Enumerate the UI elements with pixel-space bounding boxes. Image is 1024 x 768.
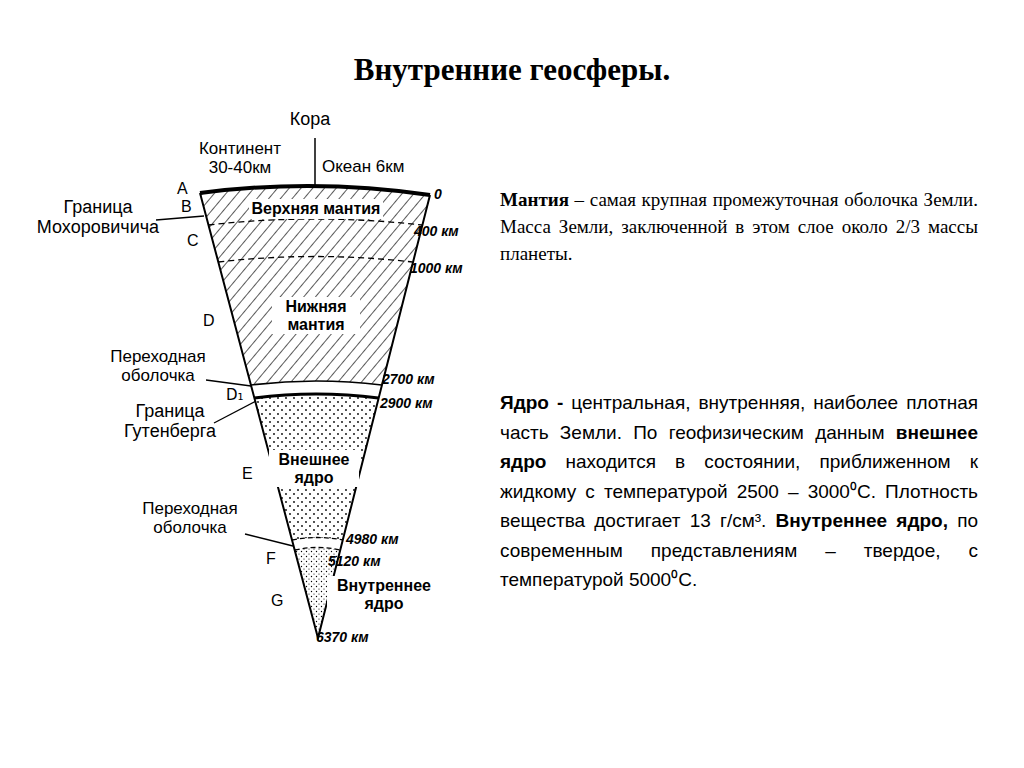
point-letter: B xyxy=(181,198,197,216)
layer-name: Кора xyxy=(280,110,340,130)
boundary-name: Граница Мохоровичича xyxy=(23,198,173,238)
depth-mark: 1000 км xyxy=(410,261,482,276)
outer-core-fill xyxy=(254,394,378,540)
definition: – самая крупная промежуточная оболочка З… xyxy=(500,189,978,264)
layer-name: Внешнее ядро xyxy=(269,450,359,487)
leader-line xyxy=(214,401,256,423)
wedge-layers xyxy=(200,138,430,638)
point-letter: F xyxy=(266,550,282,568)
point-letter: G xyxy=(271,592,287,610)
point-letter: E xyxy=(242,465,258,483)
text-paragraph: Ядро - центральная, внутренняя, наиболее… xyxy=(500,388,978,595)
depth-mark: 5120 км xyxy=(328,554,400,569)
depth-mark: 6370 км xyxy=(316,630,388,645)
point-letter: D xyxy=(203,312,219,330)
gutenberg-boundary xyxy=(254,394,378,398)
title: Внутренние геосферы. xyxy=(0,52,1024,88)
boundary-400 xyxy=(209,219,423,225)
leader-line xyxy=(206,380,251,386)
layer-name: Нижняя мантия xyxy=(272,297,360,334)
boundary-4980 xyxy=(292,538,343,541)
crust-note: Континент 30-40км xyxy=(188,140,292,177)
wedge-outline xyxy=(200,193,430,638)
point-letter: D₁ xyxy=(226,387,248,404)
layer-name: Внутреннее ядро xyxy=(327,576,441,613)
layer-name: Переходная оболочка xyxy=(96,348,220,385)
boundary-2700 xyxy=(251,381,382,385)
boundary-5120 xyxy=(295,548,341,551)
depth-mark: 2700 км xyxy=(382,372,454,387)
boundary-name: Граница Гутенберга xyxy=(110,402,230,442)
text-paragraph: Мантия – самая крупная промежуточная обо… xyxy=(500,186,978,267)
term: Внутреннее ядро, xyxy=(776,510,948,531)
term: Мантия xyxy=(500,189,569,210)
depth-mark: 0 xyxy=(434,187,454,202)
boundary-1000 xyxy=(218,257,412,263)
crust-note: Океан 6км xyxy=(322,158,432,177)
crust-surface xyxy=(200,186,430,195)
term: Ядро - xyxy=(500,392,563,413)
point-letter: A xyxy=(177,180,193,198)
mantle-fill xyxy=(200,186,430,385)
depth-mark: 4980 км xyxy=(346,532,418,547)
layer-name: Верхняя мантия xyxy=(249,199,384,219)
leader-line xyxy=(156,216,204,220)
layer-name: Переходная оболочка xyxy=(128,500,252,537)
crust-divider xyxy=(314,138,316,187)
point-letter: C xyxy=(187,232,203,250)
depth-mark: 400 км xyxy=(414,224,484,239)
leader-line xyxy=(245,534,293,546)
depth-mark: 2900 км xyxy=(380,396,452,411)
